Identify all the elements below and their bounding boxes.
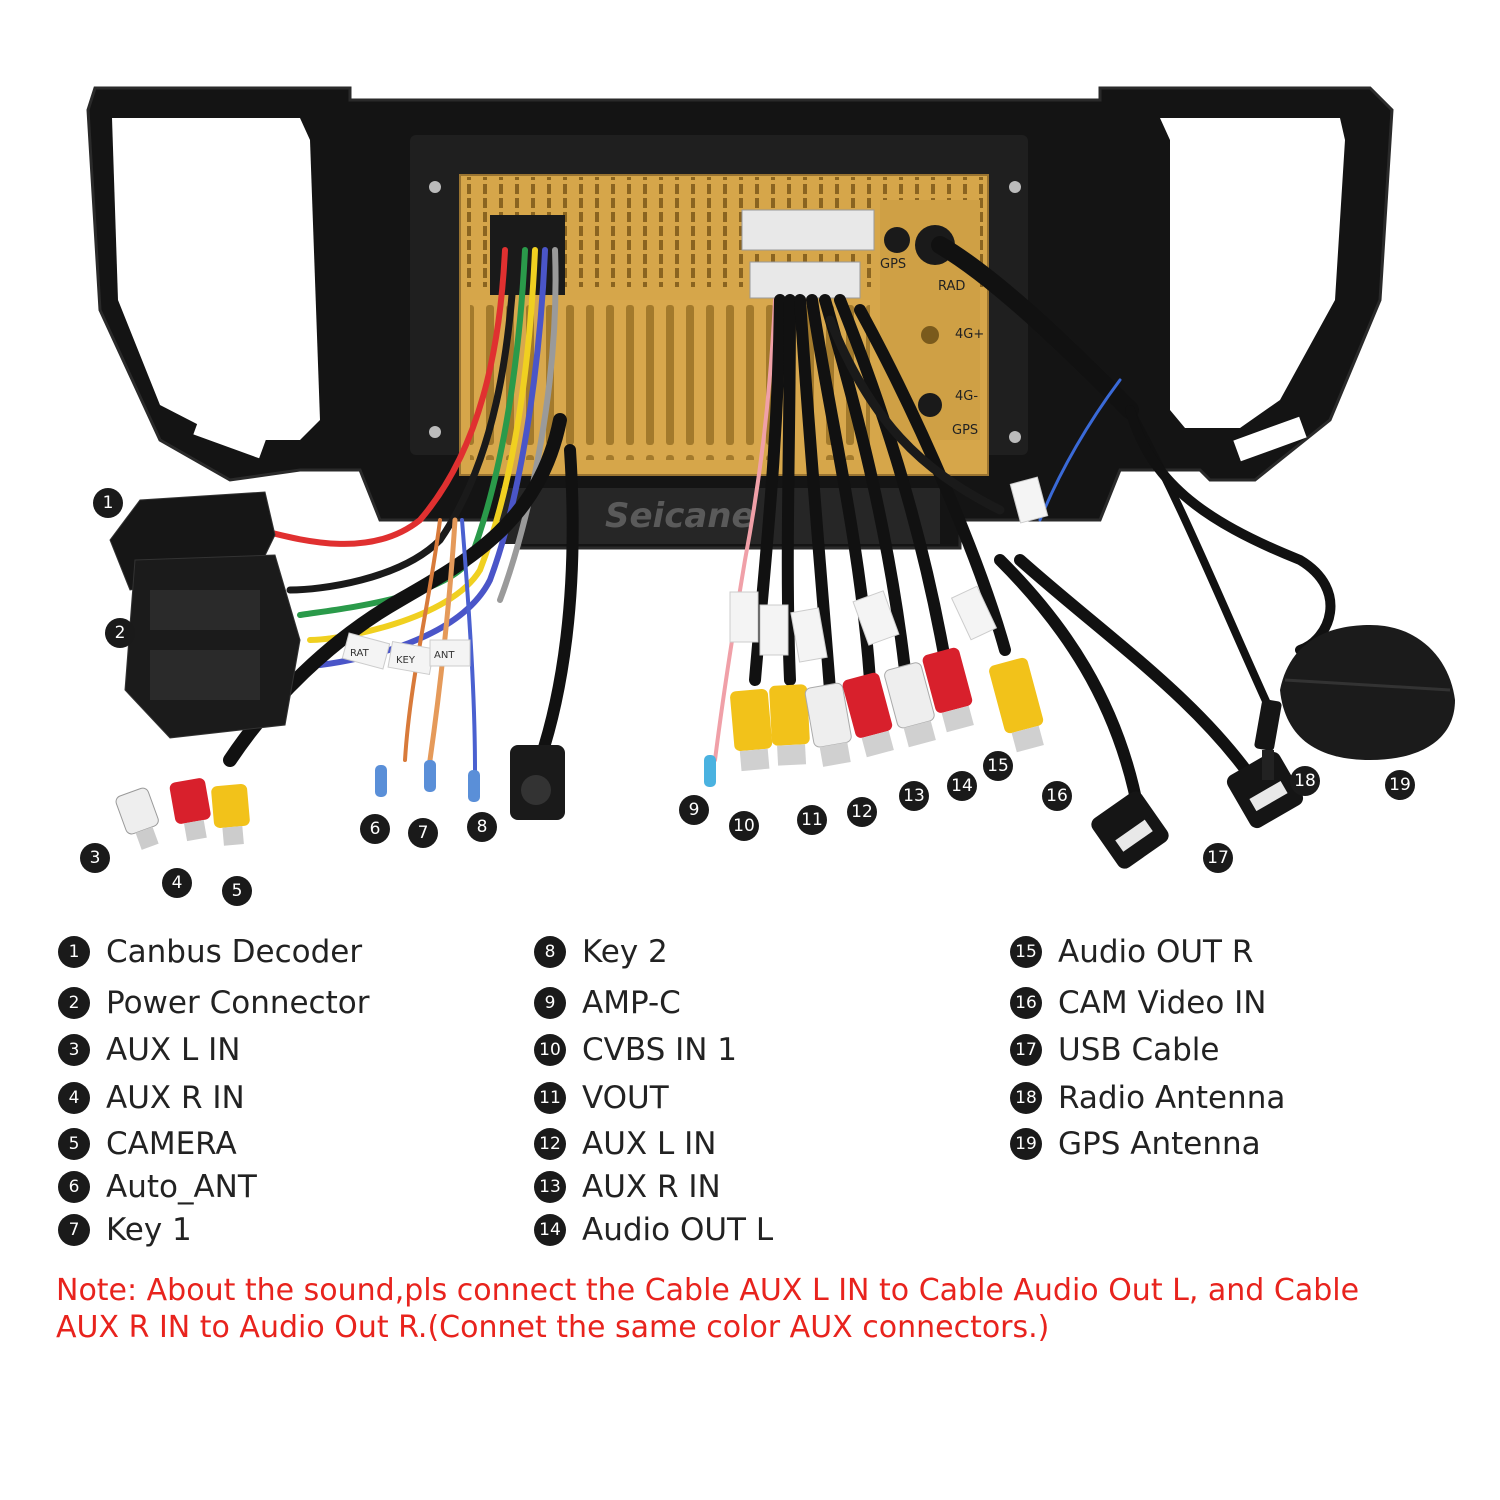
callout-13: 13 bbox=[899, 781, 929, 811]
legend-label: GPS Antenna bbox=[1058, 1126, 1261, 1162]
legend-label: AUX R IN bbox=[582, 1169, 721, 1205]
gps-antenna-puck bbox=[1280, 625, 1455, 760]
legend-number: 18 bbox=[1010, 1082, 1042, 1114]
legend-number: 1 bbox=[58, 936, 90, 968]
legend-label: USB Cable bbox=[1058, 1032, 1220, 1068]
legend-number: 5 bbox=[58, 1128, 90, 1160]
legend-label: CAM Video IN bbox=[1058, 985, 1267, 1021]
legend-label: Key 2 bbox=[582, 934, 668, 970]
callout-11: 11 bbox=[797, 805, 827, 835]
callout-9: 9 bbox=[679, 795, 709, 825]
legend-number: 7 bbox=[58, 1214, 90, 1246]
radio-antenna-plug bbox=[1254, 699, 1282, 780]
tag-key: KEY bbox=[396, 655, 416, 666]
legend-number: 4 bbox=[58, 1082, 90, 1114]
wire-tags-left: RAT KEY ANT bbox=[341, 632, 471, 676]
legend-label: AUX L IN bbox=[106, 1032, 241, 1068]
legend-label: Audio OUT R bbox=[1058, 934, 1254, 970]
4g-plus-port-label: 4G+ bbox=[955, 327, 984, 342]
callout-17: 17 bbox=[1203, 843, 1233, 873]
callout-2: 2 bbox=[105, 618, 135, 648]
legend-label: Canbus Decoder bbox=[106, 934, 363, 970]
legend-number: 15 bbox=[1010, 936, 1042, 968]
middle-wire-bundle bbox=[713, 236, 1336, 826]
callout-16: 16 bbox=[1042, 781, 1072, 811]
brand-watermark: Seicane bbox=[605, 496, 755, 536]
callout-18: 18 bbox=[1290, 766, 1320, 796]
gps2-port-label: GPS bbox=[952, 423, 978, 438]
legend-label: AUX L IN bbox=[582, 1126, 717, 1162]
legend-number: 14 bbox=[534, 1214, 566, 1246]
legend-label: Power Connector bbox=[106, 985, 370, 1021]
legend-number: 19 bbox=[1010, 1128, 1042, 1160]
note-line-1: Note: About the sound,pls connect the Ca… bbox=[56, 1273, 1360, 1308]
legend-number: 16 bbox=[1010, 987, 1042, 1019]
legend-label: VOUT bbox=[582, 1080, 669, 1116]
head-unit-chassis: GPS RAD 4G+ 4G- GPS bbox=[429, 174, 1021, 476]
sound-connection-note: Note: About the sound,pls connect the Ca… bbox=[56, 1272, 1456, 1346]
legend-label: AUX R IN bbox=[106, 1080, 245, 1116]
callout-19: 19 bbox=[1385, 770, 1415, 800]
legend-number: 9 bbox=[534, 987, 566, 1019]
legend-number: 17 bbox=[1010, 1034, 1042, 1066]
legend-label: Audio OUT L bbox=[582, 1212, 774, 1248]
legend-number: 8 bbox=[534, 936, 566, 968]
legend-label: Radio Antenna bbox=[1058, 1080, 1286, 1116]
legend-number: 12 bbox=[534, 1128, 566, 1160]
legend-label: CVBS IN 1 bbox=[582, 1032, 738, 1068]
legend-number: 2 bbox=[58, 987, 90, 1019]
wiring-diagram-illustration: Seicane GPS RAD 4G+ 4G- GPS bbox=[86, 86, 1455, 869]
callout-7: 7 bbox=[408, 818, 438, 848]
legend-number: 3 bbox=[58, 1034, 90, 1066]
callout-12: 12 bbox=[847, 797, 877, 827]
legend-number: 6 bbox=[58, 1171, 90, 1203]
legend-label: CAMERA bbox=[106, 1126, 237, 1162]
legend-number: 13 bbox=[534, 1171, 566, 1203]
rca-connectors-left bbox=[115, 778, 250, 850]
bullet-connectors-left bbox=[375, 760, 480, 802]
callout-1: 1 bbox=[93, 488, 123, 518]
callout-10: 10 bbox=[729, 811, 759, 841]
callout-3: 3 bbox=[80, 843, 110, 873]
legend-label: Auto_ANT bbox=[106, 1169, 257, 1205]
note-line-2: AUX R IN to Audio Out R.(Connet the same… bbox=[56, 1310, 1050, 1345]
radio-port-label: RAD bbox=[938, 279, 965, 294]
legend-label: AMP-C bbox=[582, 985, 681, 1021]
wire-tags-middle bbox=[729, 476, 1049, 663]
legend-label: Key 1 bbox=[106, 1212, 192, 1248]
callout-5: 5 bbox=[222, 876, 252, 906]
callout-15: 15 bbox=[983, 751, 1013, 781]
callout-8: 8 bbox=[467, 812, 497, 842]
legend-number: 10 bbox=[534, 1034, 566, 1066]
tag-rat: RAT bbox=[350, 648, 370, 659]
callout-14: 14 bbox=[947, 771, 977, 801]
tag-ant: ANT bbox=[434, 650, 455, 661]
amp-c-bullet bbox=[704, 755, 716, 787]
legend-number: 11 bbox=[534, 1082, 566, 1114]
usb-connectors bbox=[1091, 751, 1304, 869]
4g-minus-port-label: 4G- bbox=[955, 389, 978, 404]
auto-ant-plug bbox=[510, 745, 565, 820]
callout-4: 4 bbox=[162, 868, 192, 898]
gps-port-label: GPS bbox=[880, 257, 906, 272]
rca-connectors-middle bbox=[730, 647, 1044, 772]
power-connector-block bbox=[124, 554, 301, 739]
callout-6: 6 bbox=[360, 814, 390, 844]
